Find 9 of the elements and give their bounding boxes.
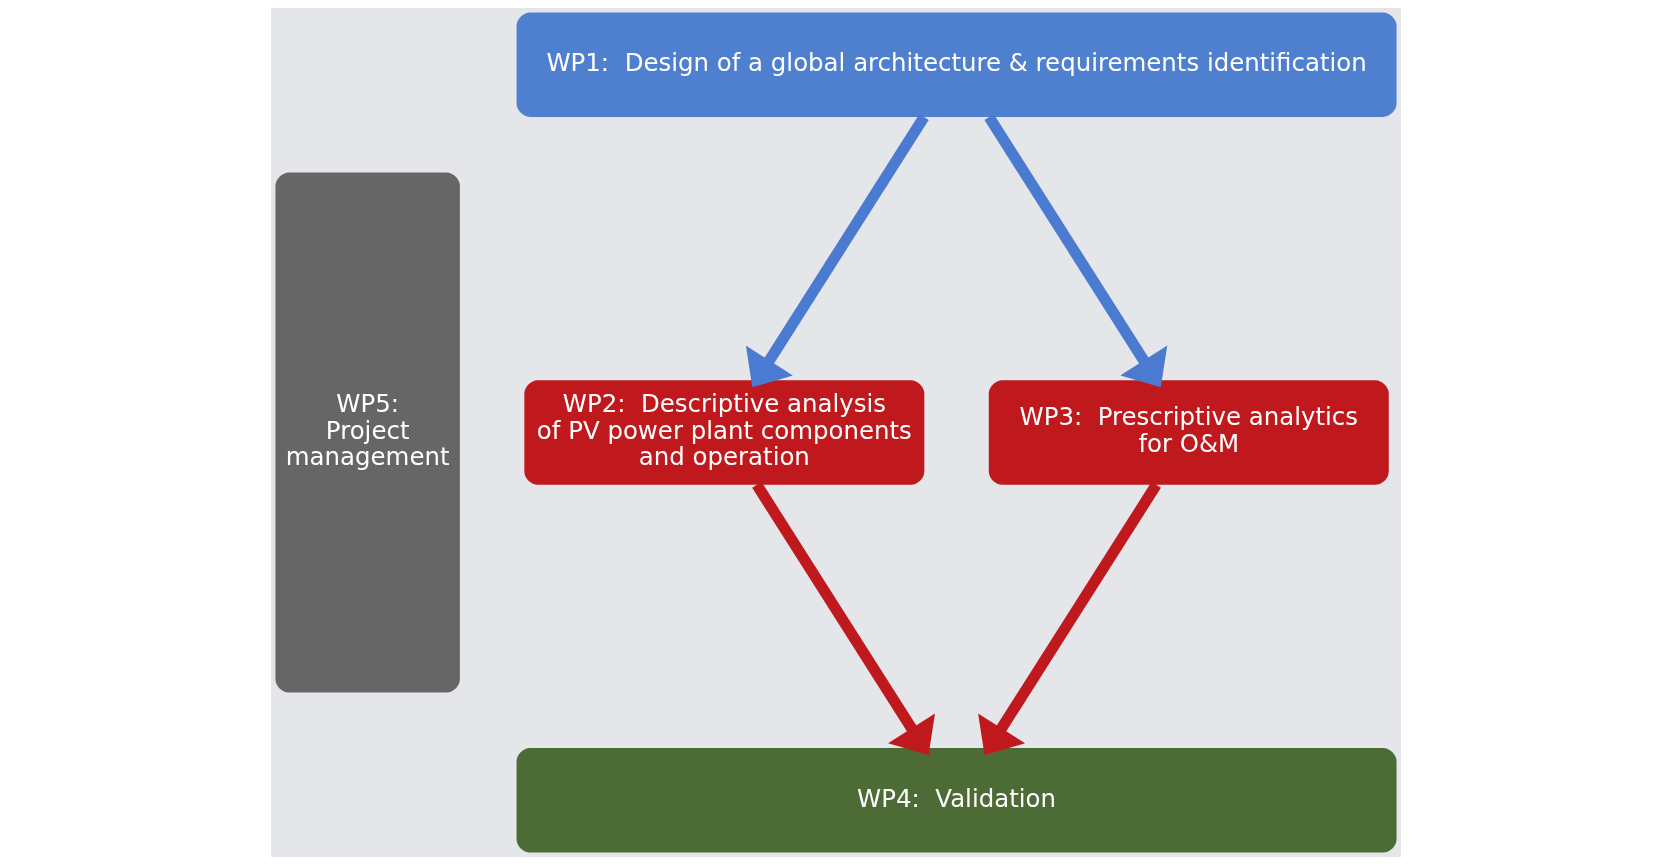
arrow bbox=[745, 114, 929, 388]
arrow bbox=[978, 481, 1161, 756]
arrow bbox=[752, 481, 935, 756]
node-box: WP4: Validation bbox=[516, 748, 1397, 853]
node-box: WP2: Descriptive analysis of PV power plant components and operation bbox=[524, 380, 925, 485]
arrow bbox=[984, 114, 1168, 388]
node-box: WP3: Prescriptive analytics for O&M bbox=[988, 380, 1389, 485]
node-box: WP1: Design of a global architecture & requirements identification bbox=[516, 12, 1397, 117]
node-box: WP5: Project management bbox=[275, 172, 460, 693]
